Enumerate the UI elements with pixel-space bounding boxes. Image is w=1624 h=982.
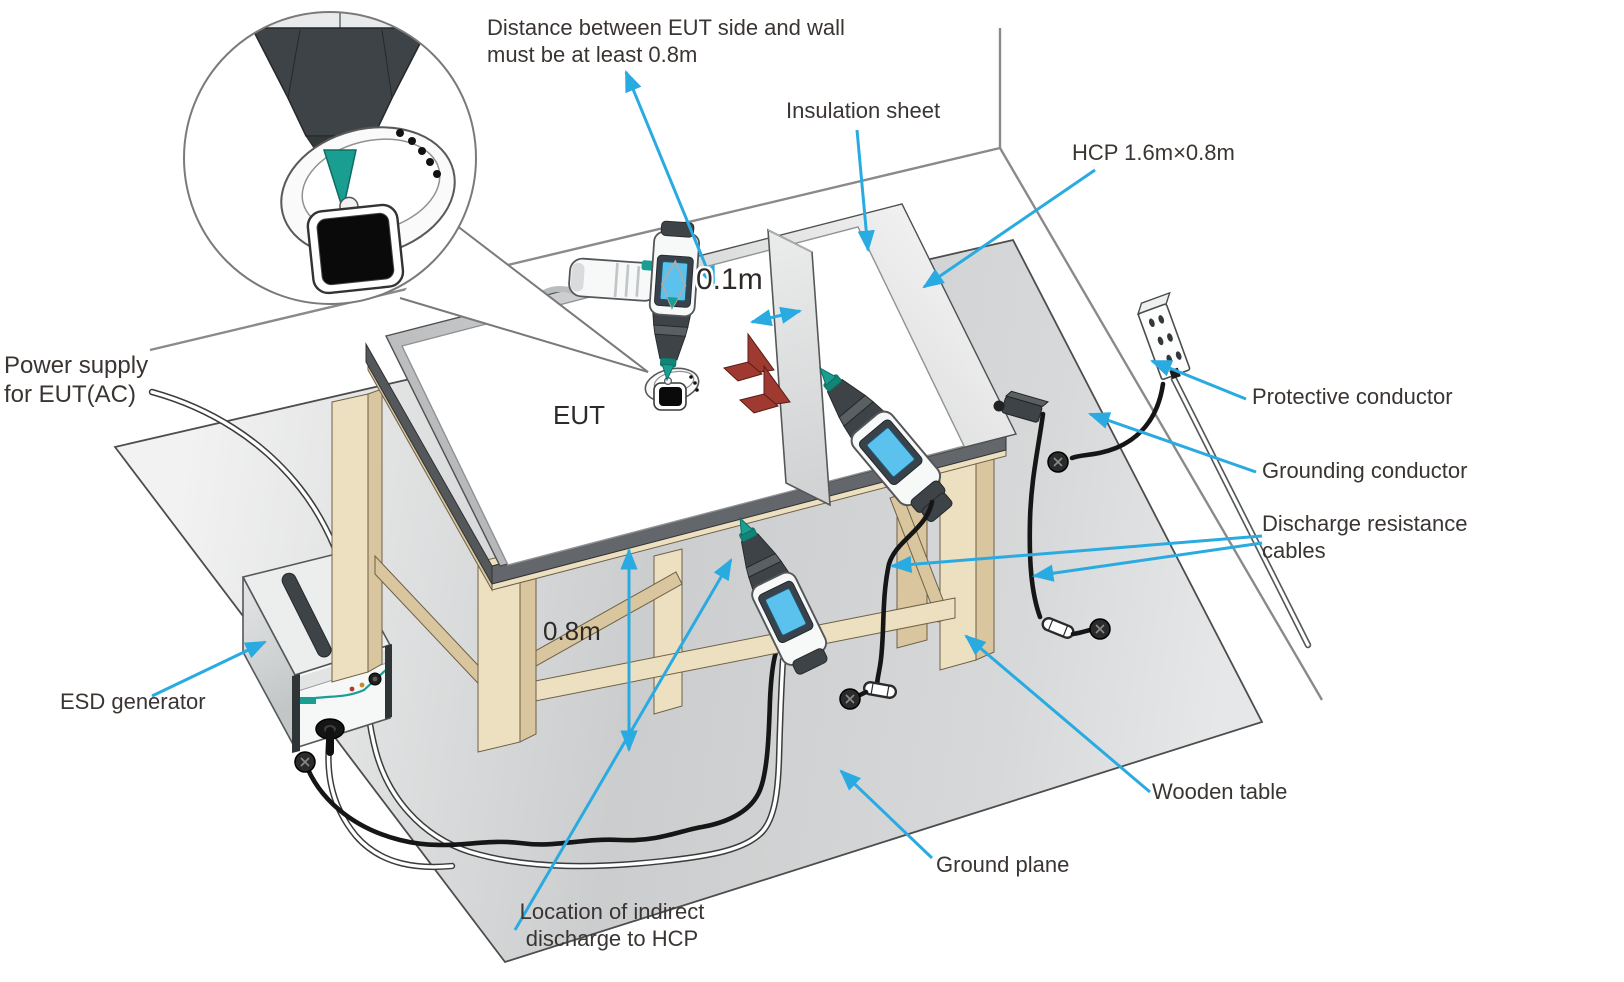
- label-ground-plane: Ground plane: [936, 852, 1070, 877]
- hcp-strap-cable: [993, 390, 1111, 641]
- label-power-supply-line1: Power supply: [4, 352, 149, 379]
- magnifier-callout: [183, 11, 649, 373]
- wall-distance-arrow: [624, 70, 716, 288]
- label-discharge-cables-line2: cables: [1262, 538, 1326, 563]
- label-indirect-discharge-line2: discharge to HCP: [525, 926, 699, 951]
- esd-gun-panel: [799, 350, 954, 710]
- ground-plane-arrow: [839, 769, 934, 860]
- label-discharge-cables: Discharge resistance cables: [1262, 510, 1467, 564]
- label-wall-distance: Distance between EUT side and wall must …: [487, 14, 845, 68]
- protective-conductor-arrow: [1149, 359, 1247, 401]
- room-wall-lines: [149, 28, 1324, 701]
- esd-generator-arrow: [151, 640, 267, 698]
- watch-band-holes: [396, 129, 441, 178]
- floor-discharge-cable: [294, 649, 779, 848]
- panel-bracket: [738, 364, 791, 414]
- label-grounding-conductor: Grounding conductor: [1262, 458, 1468, 483]
- label-wooden-table: Wooden table: [1152, 779, 1288, 804]
- label-eut: EUT: [553, 400, 605, 430]
- label-hcp: HCP 1.6m×0.8m: [1072, 140, 1235, 165]
- eut-watch: [644, 367, 700, 411]
- panel-gap-arrow: [749, 306, 803, 327]
- grounding-conductor-arrow: [1087, 412, 1257, 474]
- label-insulation-sheet: Insulation sheet: [786, 98, 941, 123]
- label-dim-08m: 0.8m: [543, 616, 601, 646]
- label-wall-distance-line1: Distance between EUT side and wall: [487, 15, 845, 40]
- gun-tip-zoomed: [322, 149, 357, 213]
- label-protective-conductor: Protective conductor: [1252, 384, 1453, 409]
- label-power-supply: Power supply for EUT(AC): [4, 351, 148, 409]
- annotation-arrows: [151, 70, 1263, 931]
- label-wall-distance-line2: must be at least 0.8m: [487, 42, 698, 67]
- label-power-supply-line2: for EUT(AC): [4, 381, 136, 408]
- discharge-cable-arrow-1: [889, 534, 1263, 574]
- watch-face-zoomed: [306, 196, 405, 295]
- grounding-conductor-cable: [1069, 381, 1166, 461]
- panel-bracket: [722, 332, 775, 382]
- generator-brand-mark: [299, 697, 316, 704]
- label-dim-01m: 0.1m: [696, 263, 763, 296]
- insulation-sheet-arrow: [855, 129, 875, 253]
- indirect-discharge-arrow: [513, 558, 733, 931]
- generator-handle: [281, 572, 332, 658]
- wooden-table-arrow: [964, 634, 1151, 794]
- label-indirect-discharge: Location of indirect discharge to HCP: [512, 898, 712, 952]
- discharge-cable-arrow-2: [1031, 541, 1263, 582]
- label-indirect-discharge-line1: Location of indirect: [519, 899, 705, 924]
- label-esd-generator: ESD generator: [60, 689, 206, 714]
- hcp-arrow: [922, 168, 1096, 289]
- vertical-panel: [722, 228, 831, 507]
- label-discharge-cables-line1: Discharge resistance: [1262, 511, 1468, 536]
